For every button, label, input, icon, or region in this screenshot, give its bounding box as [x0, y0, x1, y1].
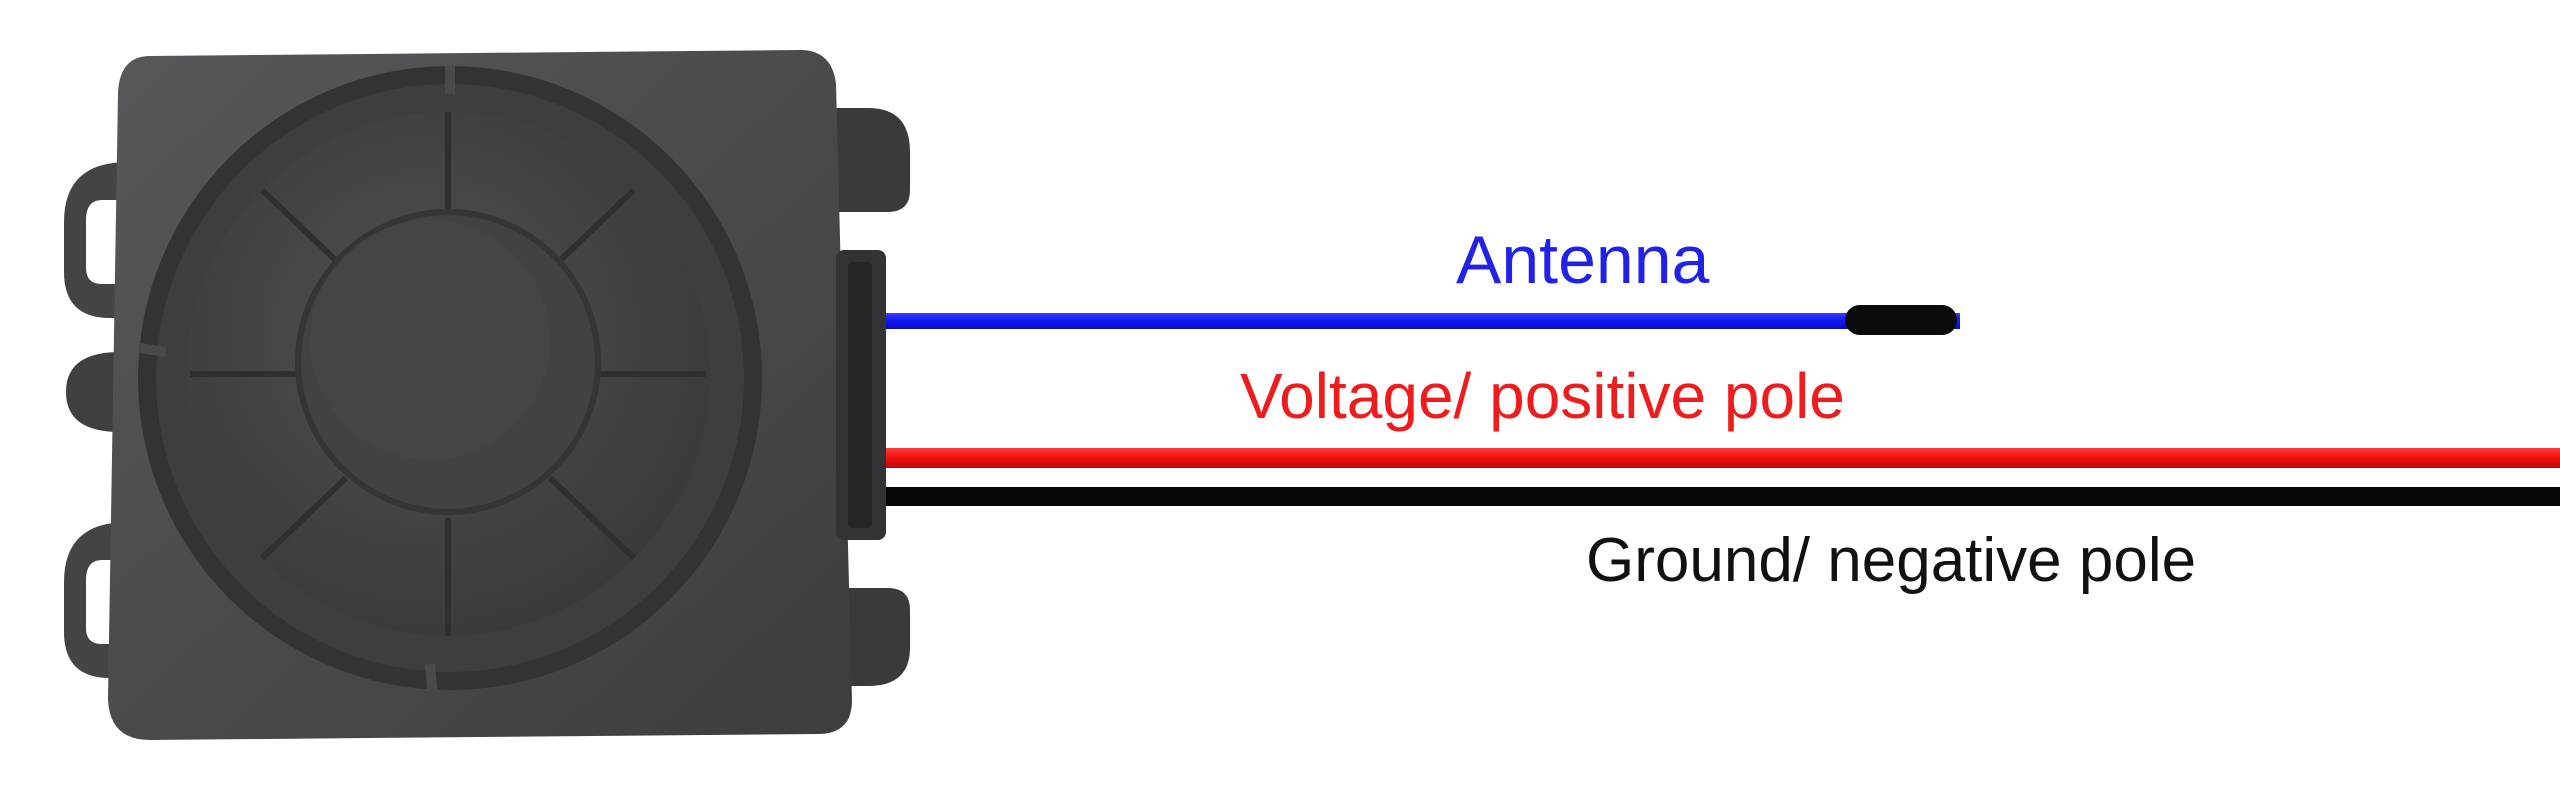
ground-label: Ground/ negative pole — [1586, 526, 2197, 595]
ground-wire — [880, 487, 2560, 506]
clip-top-right — [820, 108, 910, 212]
wires — [880, 305, 2560, 506]
side-tab-left — [66, 352, 120, 432]
antenna-tip — [1845, 305, 1957, 335]
positive-wire — [880, 448, 2560, 468]
horn-vanes — [190, 112, 706, 636]
voltage-label: Voltage/ positive pole — [1240, 360, 1845, 432]
siren-module-icon — [64, 50, 910, 740]
antenna-wire — [880, 313, 1960, 329]
antenna-label: Antenna — [1456, 222, 1710, 298]
